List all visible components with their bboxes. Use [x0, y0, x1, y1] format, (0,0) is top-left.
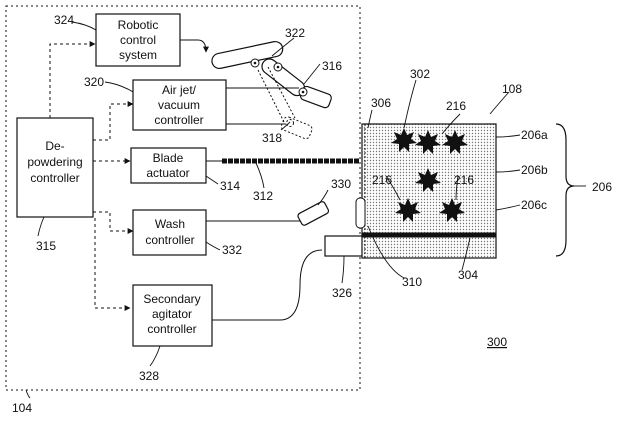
ref-104: 104: [12, 401, 32, 415]
ref-216-top: 216: [446, 99, 466, 113]
ref-310: 310: [402, 275, 422, 289]
ref-322: 322: [285, 26, 305, 40]
ref-216-right: 216: [454, 173, 474, 187]
ref-206a: 206a: [521, 128, 548, 142]
ref-314: 314: [220, 179, 240, 193]
star-burst-icon: [442, 130, 468, 154]
star-burst-icon: [391, 128, 417, 152]
wash-label-2: controller: [145, 233, 194, 247]
blade-label-1: Blade: [153, 151, 184, 165]
secondary-agitator-controller-box: [132, 284, 213, 347]
ref-328: 328: [139, 369, 159, 383]
secondary-label-1: Secondary: [143, 292, 200, 306]
link-to-secondary: [94, 218, 131, 311]
depowdering-controller-box: [16, 117, 94, 218]
secondary-label-3: controller: [147, 322, 196, 336]
ref-318: 318: [262, 131, 282, 145]
ref-216-left: 216: [372, 173, 392, 187]
blade-actuator-box: [130, 147, 207, 184]
robotic-control-system-box: [95, 13, 181, 67]
airjet-vacuum-controller-box: [132, 79, 227, 131]
secondary-agitator-line: [212, 249, 323, 321]
parts-group: [391, 128, 468, 222]
ref-300: 300: [487, 335, 507, 349]
star-burst-icon: [415, 130, 441, 154]
ref-306: 306: [371, 96, 391, 110]
secondary-label-2: agitator: [152, 307, 192, 321]
ref-326: 326: [332, 286, 352, 300]
robotic-arm-322: [211, 40, 332, 109]
robotic-label-3: system: [119, 48, 157, 62]
ref-332: 332: [222, 243, 242, 257]
robotic-to-arm-link: [180, 39, 209, 53]
ref-302: 302: [410, 67, 430, 81]
airjet-label-3: controller: [154, 113, 203, 127]
ref-324: 324: [54, 13, 74, 27]
ref-320: 320: [84, 75, 104, 89]
agitator-icon: [324, 235, 364, 257]
ref-312: 312: [253, 189, 273, 203]
layer-brace-206: [555, 123, 575, 257]
airjet-label-1: Air jet/: [162, 83, 197, 97]
depowder-label-1: De-: [45, 139, 64, 153]
star-burst-icon: [415, 168, 441, 192]
ref-330: 330: [331, 177, 351, 191]
ref-206b: 206b: [521, 163, 548, 177]
blade-label-2: actuator: [146, 166, 189, 180]
leader-lines: [25, 21, 586, 399]
ref-206: 206: [592, 180, 612, 194]
robotic-label-2: control: [120, 33, 156, 47]
star-burst-icon: [439, 198, 465, 222]
wash-controller-box: [132, 209, 207, 256]
wash-nozzle-330: [297, 201, 330, 226]
ref-316: 316: [322, 59, 342, 73]
agitator-element-310: [355, 197, 366, 229]
depowder-label-3: controller: [30, 171, 79, 185]
star-burst-icon: [395, 198, 421, 222]
ref-304: 304: [458, 268, 478, 282]
airjet-label-2: vacuum: [158, 98, 200, 112]
robotic-arm-alternate-318: [257, 66, 313, 140]
robotic-label-1: Robotic: [118, 18, 159, 32]
depowder-label-2: powdering: [27, 155, 82, 169]
ref-108: 108: [502, 82, 522, 96]
link-to-wash: [93, 211, 134, 234]
ref-315: 315: [36, 239, 56, 253]
link-to-robotic: [49, 41, 96, 118]
link-to-airjet: [93, 101, 134, 141]
ref-206c: 206c: [521, 198, 547, 212]
wash-label-1: Wash: [155, 217, 185, 231]
